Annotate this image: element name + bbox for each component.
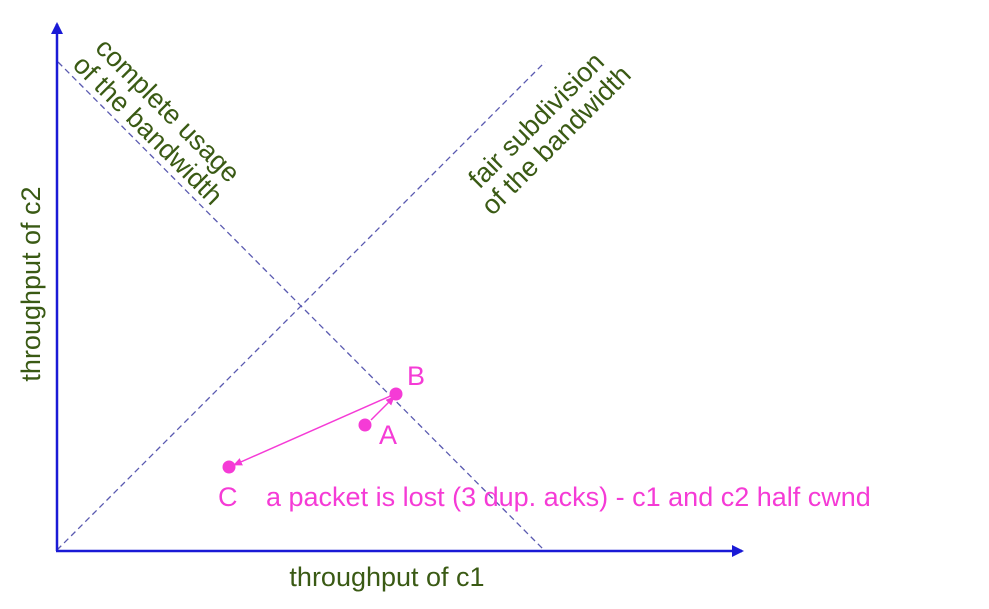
point-b-marker bbox=[389, 387, 403, 401]
point-b-label: B bbox=[407, 361, 425, 391]
point-a-marker bbox=[358, 418, 372, 432]
complete-usage-label: complete usage of the bandwidth bbox=[67, 32, 245, 210]
point-a-label: A bbox=[379, 420, 397, 450]
point-c-label: C bbox=[218, 482, 238, 512]
y-axis-label: throughput of c2 bbox=[16, 186, 46, 381]
arrow-a-to-b bbox=[370, 396, 395, 421]
complete-usage-line bbox=[57, 61, 546, 552]
fair-subdivision-label: fair subdivision of the bandwidth bbox=[462, 46, 636, 220]
point-c-marker bbox=[222, 460, 236, 474]
arrow-b-to-c bbox=[233, 393, 396, 466]
x-axis-label: throughput of c1 bbox=[289, 562, 484, 592]
packet-loss-annotation: a packet is lost (3 dup. acks) - c1 and … bbox=[266, 482, 871, 512]
fair-subdivision-line bbox=[56, 61, 546, 551]
